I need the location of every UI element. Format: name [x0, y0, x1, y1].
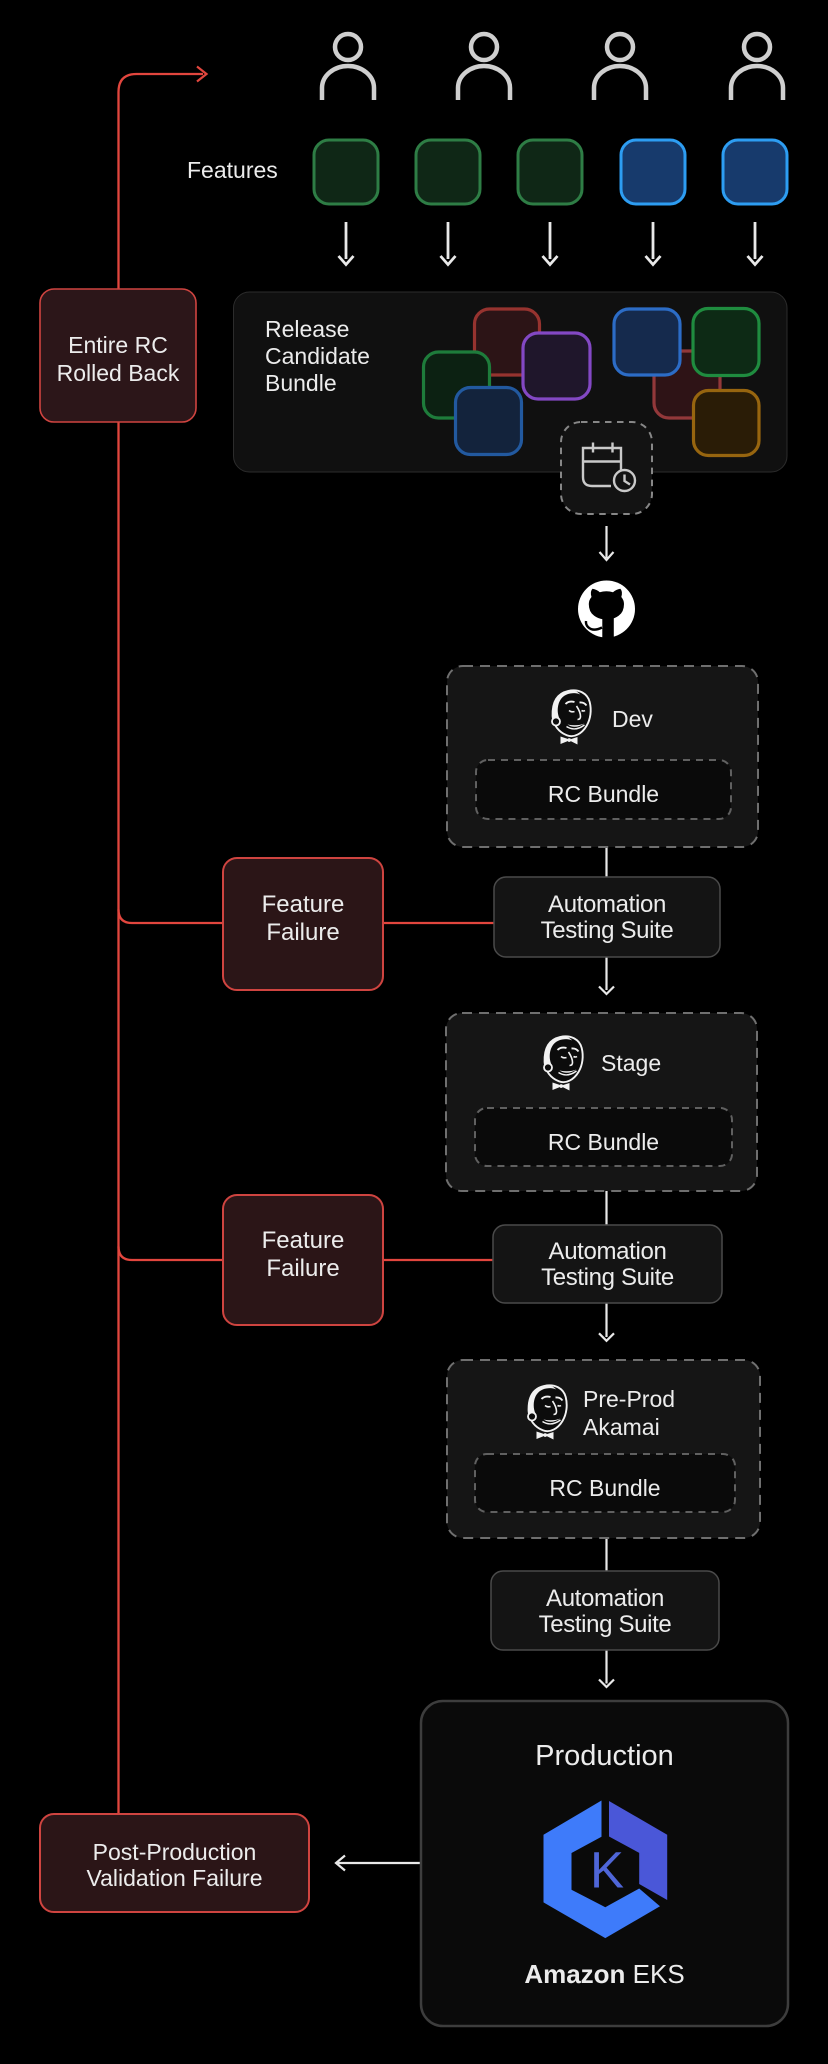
svg-text:K: K — [590, 1842, 624, 1899]
